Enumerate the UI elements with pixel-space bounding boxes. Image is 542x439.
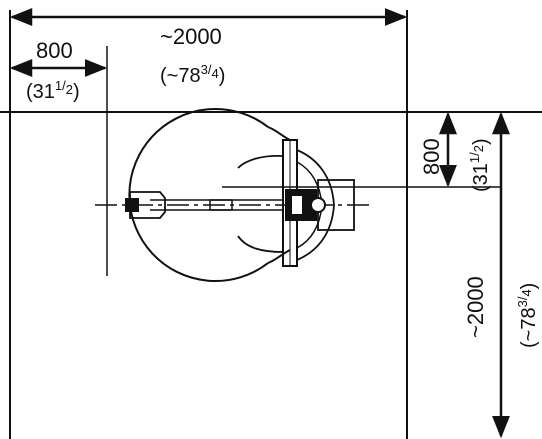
top-offset-inch: (311/2)	[26, 78, 80, 103]
top-offset-mm: 800	[36, 38, 73, 63]
top-width-inch: (~783/4)	[160, 62, 225, 87]
tool-end	[129, 191, 166, 219]
top-width-mm: ~2000	[160, 24, 222, 49]
right-height-inch: (~783/4)	[515, 283, 540, 348]
reach-envelope	[128, 108, 269, 282]
right-height-dimension: ~2000 (~783/4)	[463, 111, 540, 439]
right-offset-dimension: 800 (311/2)	[222, 111, 500, 192]
right-height-mm: ~2000	[463, 276, 488, 338]
workspace-boundary	[0, 10, 542, 439]
top-width-dimension: ~2000 (~783/4)	[9, 8, 408, 87]
right-offset-inch: (311/2)	[467, 138, 492, 192]
right-offset-mm: 800	[419, 138, 444, 175]
top-offset-dimension: 800 (311/2)	[9, 38, 108, 276]
robot-top-view	[95, 108, 370, 282]
